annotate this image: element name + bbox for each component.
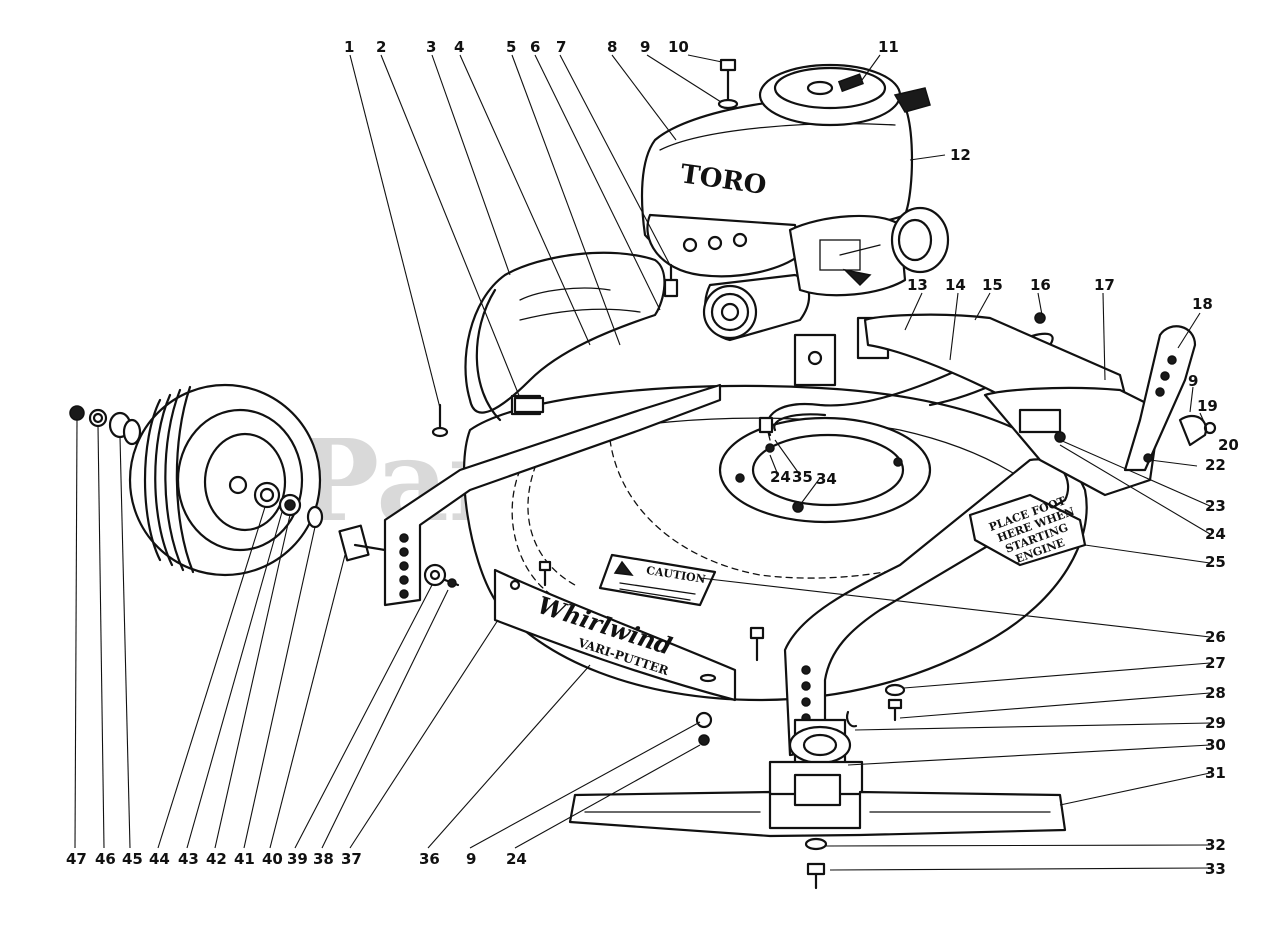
blade-hardware: [804, 837, 828, 890]
callout-17: 17: [1094, 276, 1115, 294]
blade-spindle: [768, 718, 864, 807]
callout-24a: 24: [1205, 525, 1226, 543]
caution-decal: CAUTION: [598, 553, 717, 607]
callout-2: 2: [376, 38, 386, 56]
callout-38: 38: [313, 850, 334, 868]
callout-13: 13: [907, 276, 928, 294]
callout-12: 12: [950, 146, 971, 164]
callout-10: 10: [668, 38, 689, 56]
callout-45: 45: [122, 850, 143, 868]
callout-44: 44: [149, 850, 170, 868]
callout-7: 7: [556, 38, 566, 56]
deck-hardware: [695, 626, 906, 746]
callout-3: 3: [426, 38, 436, 56]
callout-35: 35: [792, 468, 813, 486]
callout-9c: 9: [466, 850, 476, 868]
callout-31: 31: [1205, 764, 1226, 782]
callout-47: 47: [66, 850, 87, 868]
callout-5: 5: [506, 38, 516, 56]
callout-14: 14: [945, 276, 966, 294]
left-bolts: [431, 263, 679, 438]
callout-28: 28: [1205, 684, 1226, 702]
callout-16: 16: [1030, 276, 1051, 294]
callout-numbers: 1 2 3 4 5 6 7 8 9 10 11 12 13 14 15 16 1…: [66, 38, 1239, 878]
callout-46: 46: [95, 850, 116, 868]
callout-37: 37: [341, 850, 362, 868]
bracket-hardware: [423, 560, 552, 588]
callout-9b: 9: [1188, 372, 1198, 390]
callout-39: 39: [287, 850, 308, 868]
callout-6: 6: [530, 38, 540, 56]
callout-33: 33: [1205, 860, 1226, 878]
callout-1: 1: [344, 38, 354, 56]
leader-lines: [74, 54, 1211, 871]
callout-27: 27: [1205, 654, 1226, 672]
callout-24c: 24: [506, 850, 527, 868]
callout-42: 42: [206, 850, 227, 868]
callout-8: 8: [607, 38, 617, 56]
callout-32: 32: [1205, 836, 1226, 854]
callout-26: 26: [1205, 628, 1226, 646]
callout-25: 25: [1205, 553, 1226, 571]
handle-bracket-left: [383, 383, 722, 607]
engine: TORO: [640, 58, 950, 387]
callout-36: 36: [419, 850, 440, 868]
callout-29: 29: [1205, 714, 1226, 732]
callout-24b: 24: [770, 468, 791, 486]
callout-18: 18: [1192, 295, 1213, 313]
engine-mount-ring: [718, 416, 932, 524]
mower-blade: [568, 790, 1067, 838]
callout-11: 11: [878, 38, 899, 56]
callout-43: 43: [178, 850, 199, 868]
callout-9a: 9: [640, 38, 650, 56]
callout-40: 40: [262, 850, 283, 868]
callout-34: 34: [816, 470, 837, 488]
wheel-assembly: [69, 383, 387, 577]
callout-19: 19: [1197, 397, 1218, 415]
callout-41: 41: [234, 850, 255, 868]
callout-4: 4: [454, 38, 464, 56]
rear-frame: [863, 312, 1217, 497]
callout-22: 22: [1205, 456, 1226, 474]
callout-15: 15: [982, 276, 1003, 294]
callout-30: 30: [1205, 736, 1226, 754]
callout-20: 20: [1218, 436, 1239, 454]
callout-23: 23: [1205, 497, 1226, 515]
